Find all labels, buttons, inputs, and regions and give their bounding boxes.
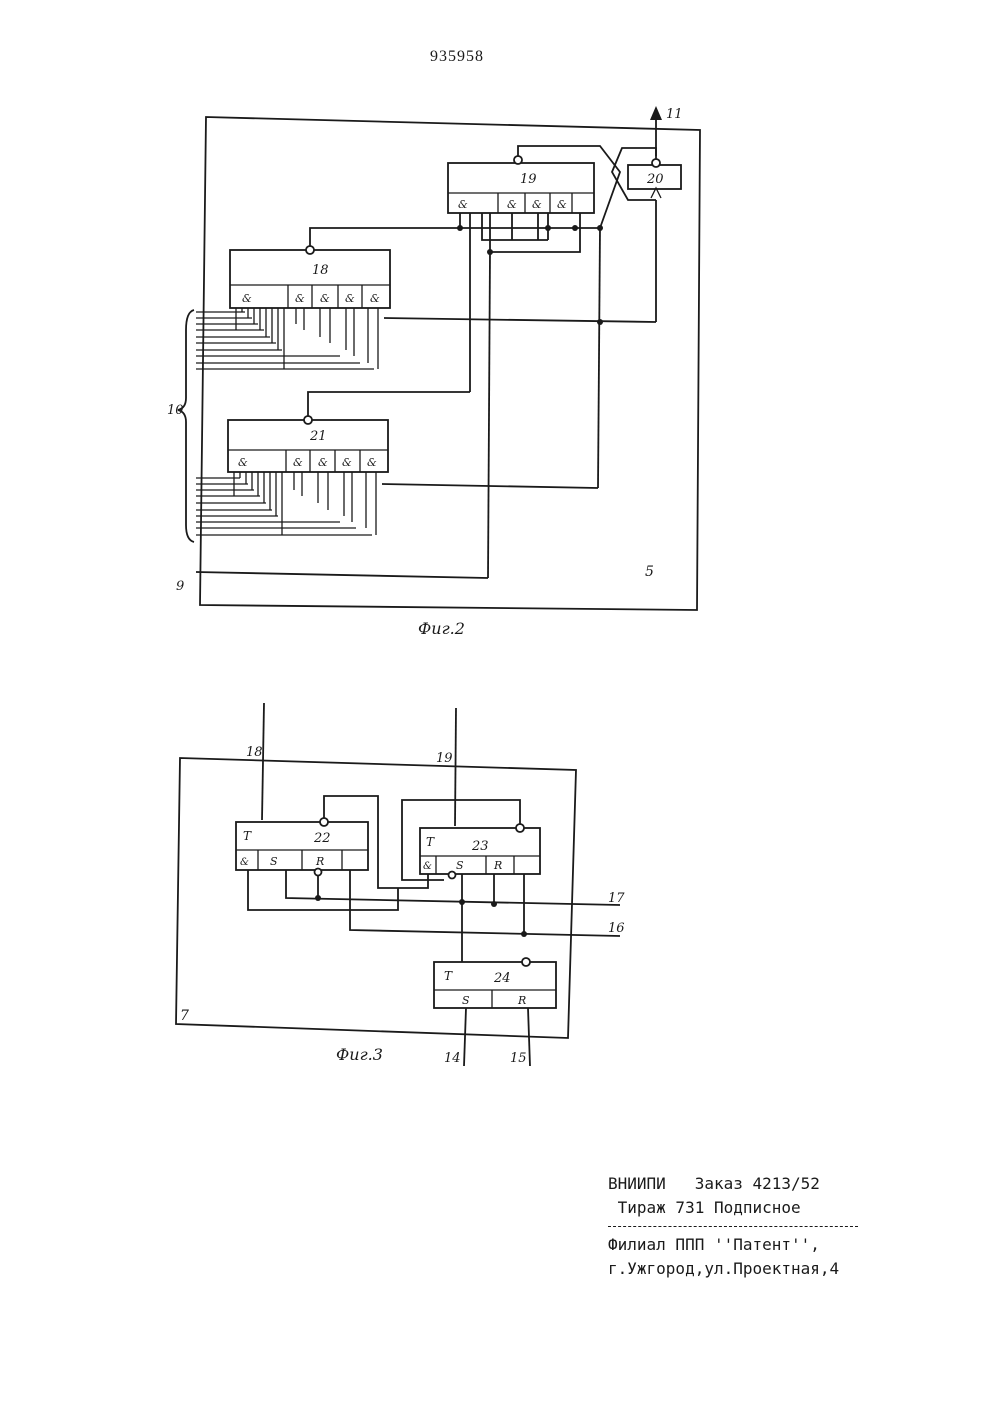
wire-21-top (308, 392, 470, 416)
bus-label: 10 (167, 403, 184, 418)
output-11-arrow (650, 106, 662, 120)
junction (459, 899, 465, 905)
gate-label: & (557, 198, 567, 211)
imprint-line-1: ВНИИПИ Заказ 4213/52 (608, 1172, 868, 1196)
inverter-bubble (304, 416, 312, 424)
wire-input-9-vertical (488, 252, 490, 578)
block-20-label: 20 (646, 172, 664, 187)
gate-label: & (458, 198, 468, 211)
input-18-label: 18 (246, 745, 263, 760)
inverter-bubble (652, 159, 660, 167)
gate-label: & (342, 456, 352, 469)
bus-brace (178, 310, 194, 542)
wire-right-bus (598, 228, 600, 488)
inverter-bubble (320, 818, 328, 826)
pin-label: S (456, 859, 464, 872)
pin-label: R (493, 859, 502, 872)
figure-2-caption: Фиг.2 (418, 619, 465, 638)
block-20: 20 (628, 159, 681, 198)
gate-label: & (320, 292, 330, 305)
imprint-line-4: г.Ужгород,ул.Проектная,4 (608, 1257, 868, 1281)
output-17-label: 17 (608, 891, 625, 906)
pin-label: R (315, 855, 324, 868)
input-15-label: 15 (510, 1051, 527, 1066)
block-label: 5 (645, 564, 654, 580)
input-18-wire (262, 703, 264, 820)
block-19: 19 & & & & (448, 156, 594, 213)
wire-19-b (490, 213, 580, 252)
junction (487, 249, 493, 255)
junction (521, 931, 527, 937)
inverter-bubble (306, 246, 314, 254)
input-9-wire (196, 572, 488, 578)
gate-label: & (370, 292, 380, 305)
input-19-label: 19 (436, 751, 453, 766)
inverter-bubble (514, 156, 522, 164)
gate-label: & (532, 198, 542, 211)
trigger-type: T (444, 969, 453, 983)
pin-label: & (423, 861, 432, 872)
block-21-label: 21 (309, 429, 327, 444)
gate-label: & (345, 292, 355, 305)
imprint-line-2: Тираж 731 Подписное (608, 1196, 868, 1220)
wire-22-and (248, 870, 398, 910)
junction (545, 225, 551, 231)
bus-10-upper (196, 308, 378, 369)
figure-2: 11 19 & & & & 20 (167, 106, 700, 610)
pin-label: R (517, 994, 526, 1007)
trigger-24-label: 24 (493, 971, 511, 986)
bus-10-lower (196, 472, 376, 535)
inverter-bubble (522, 958, 530, 966)
figure-3-caption: Фиг.3 (336, 1045, 383, 1064)
pin-label: S (462, 994, 470, 1007)
block-21: 21 & & & & & (228, 416, 388, 472)
junction (491, 901, 497, 907)
trigger-type: T (243, 829, 252, 843)
pin-label: S (270, 855, 278, 868)
gate-label: & (367, 456, 377, 469)
wire-18-right (384, 318, 656, 322)
junction (315, 895, 321, 901)
junction (572, 225, 578, 231)
trigger-22: T 22 & S R (236, 818, 368, 870)
inverter-bubble (516, 824, 524, 832)
publisher-imprint: ВНИИПИ Заказ 4213/52 Тираж 731 Подписное… (608, 1172, 868, 1281)
input-19-wire (455, 708, 456, 826)
trigger-23: T 23 & S R (420, 824, 540, 874)
gate-label: & (293, 456, 303, 469)
block-label: 7 (180, 1008, 189, 1024)
input-14-wire (464, 1008, 466, 1066)
figure-3: 7 18 19 T 22 & S R T 23 (176, 703, 625, 1066)
wire-21-right (382, 484, 598, 488)
trigger-24: T 24 S R (434, 958, 556, 1008)
gate-label: & (295, 292, 305, 305)
gate-label: & (507, 198, 517, 211)
block-18: 18 & & & & & (230, 246, 390, 308)
input-label: 9 (176, 579, 184, 594)
gate-label: & (318, 456, 328, 469)
inverter-bubble (315, 869, 322, 876)
imprint-line-3: Филиал ППП ''Патент'', (608, 1233, 868, 1257)
trigger-23-label: 23 (471, 839, 489, 854)
trigger-22-label: 22 (313, 831, 331, 846)
block-19-label: 19 (520, 172, 537, 187)
input-15-wire (528, 1008, 530, 1066)
junction (597, 225, 603, 231)
block-18-label: 18 (312, 263, 329, 278)
gate-label: & (242, 292, 252, 305)
input-14-label: 14 (444, 1051, 461, 1066)
gate-label: & (238, 456, 248, 469)
inverter-bubble (449, 872, 456, 879)
pin-label: & (240, 857, 249, 868)
trigger-type: T (426, 835, 435, 849)
wire-18-top (310, 228, 460, 246)
imprint-divider (608, 1226, 858, 1227)
output-label: 11 (666, 107, 683, 122)
output-16-label: 16 (608, 921, 625, 936)
